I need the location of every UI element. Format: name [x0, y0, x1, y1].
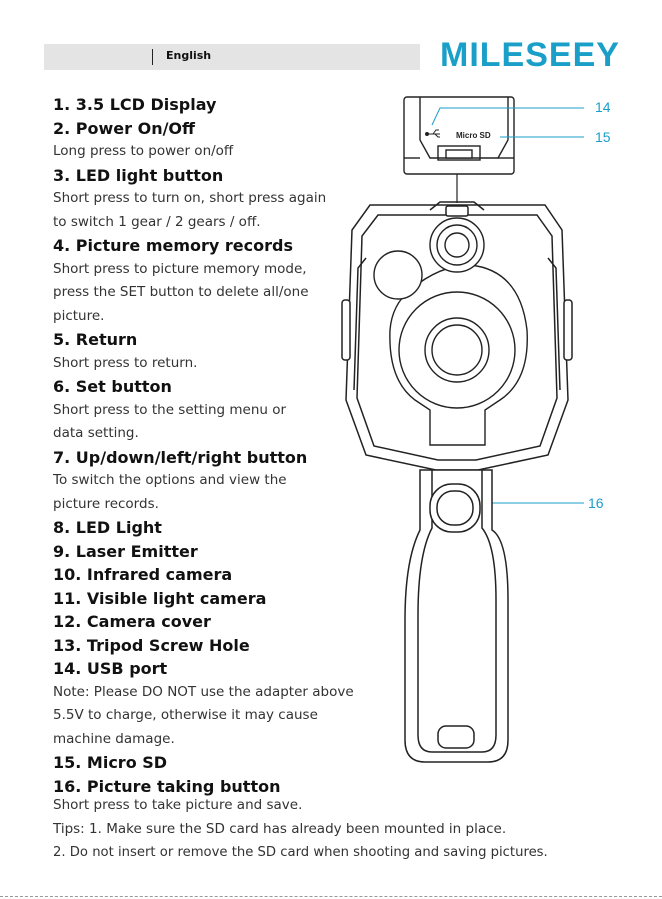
feature-description: Short press to picture memory mode, [53, 260, 307, 277]
feature-title: 6. Set button [53, 377, 172, 396]
feature-description: press the SET button to delete all/one [53, 284, 309, 300]
feature-title: 1. 3.5 LCD Display [53, 95, 217, 114]
feature-title: 10. Infrared camera [53, 565, 233, 584]
feature-title: 14. USB port [53, 659, 168, 678]
feature-title: 16. Picture taking button [53, 776, 281, 796]
footer-line-3: 2. Do not insert or remove the SD card w… [53, 845, 548, 860]
feature-description: 5.5V to charge, otherwise it may cause [53, 707, 318, 723]
feature-description: Short press to return. [53, 354, 198, 371]
feature-title: 4. Picture memory records [53, 236, 293, 255]
feature-description: picture. [53, 307, 105, 324]
feature-title: 3. LED light button [53, 165, 224, 185]
language-separator [152, 49, 153, 65]
feature-title: 13. Tripod Screw Hole [53, 635, 250, 655]
brand-logo: MILESEEY [440, 36, 620, 74]
callout-15: 15 [595, 129, 611, 145]
feature-description: To switch the options and view the [53, 472, 287, 488]
callout-14: 14 [595, 99, 611, 115]
footer-line-2: Tips: 1. Make sure the SD card has alrea… [53, 820, 507, 837]
feature-item: 10. Infrared camera [53, 563, 383, 587]
bottom-rule [0, 896, 662, 897]
feature-description: picture records. [53, 495, 159, 512]
feature-item: 15. Micro SD [53, 751, 383, 775]
feature-item: 13. Tripod Screw Hole [53, 634, 383, 658]
usb-icon [425, 129, 440, 138]
feature-title: 11. Visible light camera [53, 588, 267, 608]
feature-title: 8. LED Light [53, 518, 162, 537]
feature-title: 9. Laser Emitter [53, 541, 198, 561]
feature-description: Note: Please DO NOT use the adapter abov… [53, 683, 354, 700]
sd-label: Micro SD [456, 131, 491, 140]
language-bar: English [44, 44, 420, 70]
feature-item: 16. Picture taking button [53, 775, 383, 799]
feature-item: 9. Laser Emitter [53, 540, 383, 564]
feature-description: Long press to power on/off [53, 143, 234, 159]
visible-light-camera [429, 217, 485, 273]
feature-item: 7. Up/down/left/right button To switch th… [53, 446, 383, 517]
feature-description: data setting. [53, 425, 139, 441]
feature-title: 2. Power On/Off [53, 118, 195, 138]
callout-16: 16 [588, 495, 604, 511]
feature-description: Short press to the setting menu or [53, 401, 287, 418]
port-panel [403, 96, 515, 175]
feature-item: 11. Visible light camera [53, 587, 383, 611]
device-illustration: Micro SD 14 15 16 [341, 96, 611, 763]
footer-line-1: Short press to take picture and save. [53, 797, 303, 813]
feature-title: 5. Return [53, 330, 138, 349]
feature-item: 8. LED Light [53, 516, 383, 540]
feature-description: machine damage. [53, 730, 175, 747]
feature-title: 12. Camera cover [53, 612, 211, 631]
feature-item: 1. 3.5 LCD Display [53, 93, 383, 117]
led-light [373, 250, 423, 300]
footer-notes: Short press to take picture and save. Ti… [53, 794, 548, 865]
device-handle [404, 469, 509, 763]
feature-description: to switch 1 gear / 2 gears / off. [53, 213, 261, 230]
feature-description: Short press to turn on, short press agai… [53, 190, 327, 206]
feature-title: 15. Micro SD [53, 753, 168, 772]
feature-title: 7. Up/down/left/right button [53, 447, 308, 467]
feature-item: 12. Camera cover [53, 610, 383, 634]
language-label: English [166, 49, 212, 62]
